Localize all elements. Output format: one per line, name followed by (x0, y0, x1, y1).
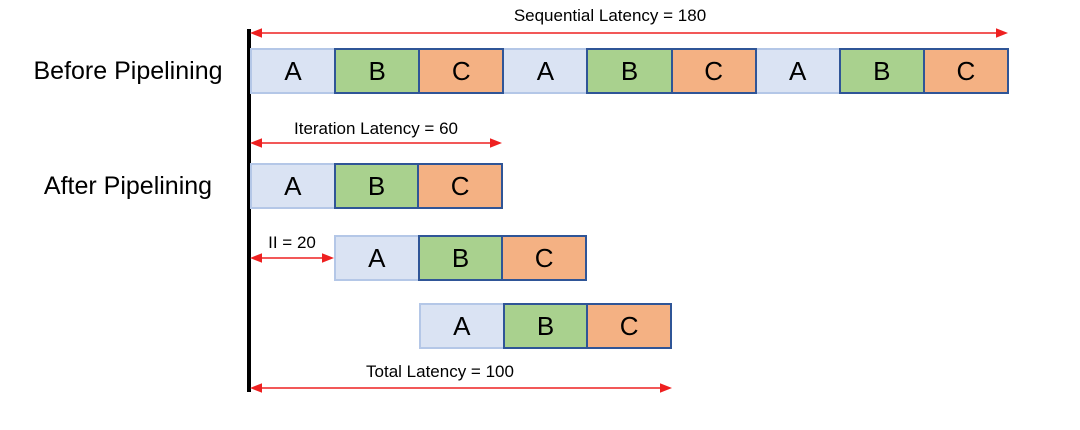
stage-cell-a: A (334, 235, 420, 281)
stage-cell-c: C (586, 303, 673, 349)
stage-cell-c: C (418, 48, 505, 94)
stage-cell-b: B (586, 48, 673, 94)
stage-cell-a: A (502, 48, 589, 94)
iteration-latency-label: Iteration Latency = 60 (294, 119, 458, 138)
pipeline-iteration-2-bar: A B C (334, 235, 588, 281)
stage-cell-b: B (838, 48, 925, 94)
total-latency-label: Total Latency = 100 (366, 362, 514, 381)
stage-cell-c: C (501, 235, 588, 281)
pipeline-iteration-1-bar: A B C (250, 163, 504, 209)
stage-cell-b: B (417, 235, 504, 281)
stage-cell-b: B (502, 303, 589, 349)
stage-cell-a: A (419, 303, 505, 349)
before-pipelining-label: Before Pipelining (33, 57, 223, 85)
pipeline-iteration-3-bar: A B C (419, 303, 673, 349)
after-pipelining-label: After Pipelining (43, 172, 213, 200)
iteration-latency-arrow (250, 138, 502, 148)
initiation-interval-arrow (250, 253, 334, 263)
sequential-latency-label: Sequential Latency = 180 (513, 6, 707, 25)
before-pipelining-bar: A B C A B C A B C (250, 48, 1009, 94)
stage-cell-c: C (417, 163, 504, 209)
stage-cell-c: C (922, 48, 1009, 94)
stage-cell-a: A (754, 48, 841, 94)
stage-cell-c: C (670, 48, 757, 94)
stage-cell-b: B (334, 48, 421, 94)
initiation-interval-label: II = 20 (268, 233, 316, 252)
stage-cell-a: A (250, 163, 336, 209)
stage-cell-b: B (333, 163, 420, 209)
sequential-latency-arrow (250, 28, 1008, 38)
stage-cell-a: A (250, 48, 337, 94)
total-latency-arrow (250, 383, 672, 393)
time-axis-line (247, 29, 251, 392)
